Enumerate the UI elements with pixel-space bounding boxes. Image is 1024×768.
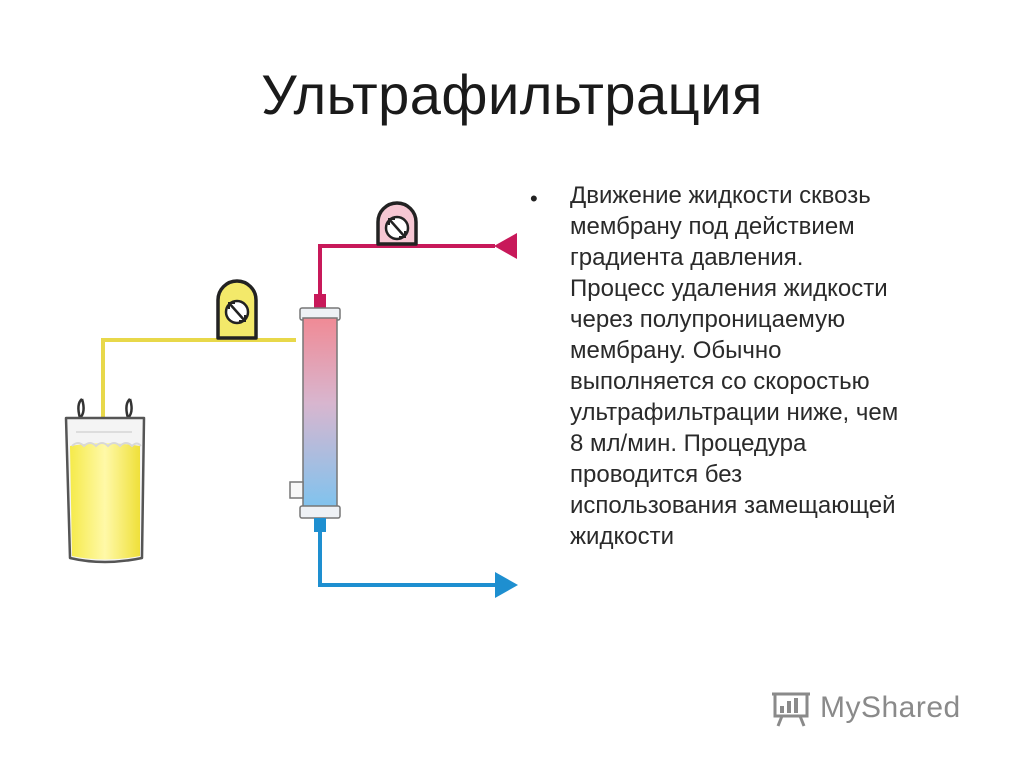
- inflow-pump-icon: [216, 279, 258, 340]
- filtrate-out-tube: [318, 244, 495, 296]
- hemofilter-icon: [289, 294, 341, 532]
- ultrafiltration-pump-icon: [376, 201, 418, 246]
- watermark: MyShared: [770, 688, 961, 728]
- fluid-bag-icon: [64, 398, 146, 564]
- description-text: Движение жидкости сквозь мембрану под де…: [570, 182, 899, 550]
- inflow-tube: [101, 338, 296, 418]
- presentation-board-icon: [772, 692, 810, 727]
- slide-title: Ультрафильтрация: [261, 63, 763, 126]
- watermark-text: MyShared: [820, 691, 961, 724]
- filtrate-arrow-icon: [494, 233, 517, 259]
- blood-return-tube: [318, 530, 496, 587]
- return-arrow-icon: [495, 572, 518, 598]
- bullet-dot: •: [530, 186, 538, 211]
